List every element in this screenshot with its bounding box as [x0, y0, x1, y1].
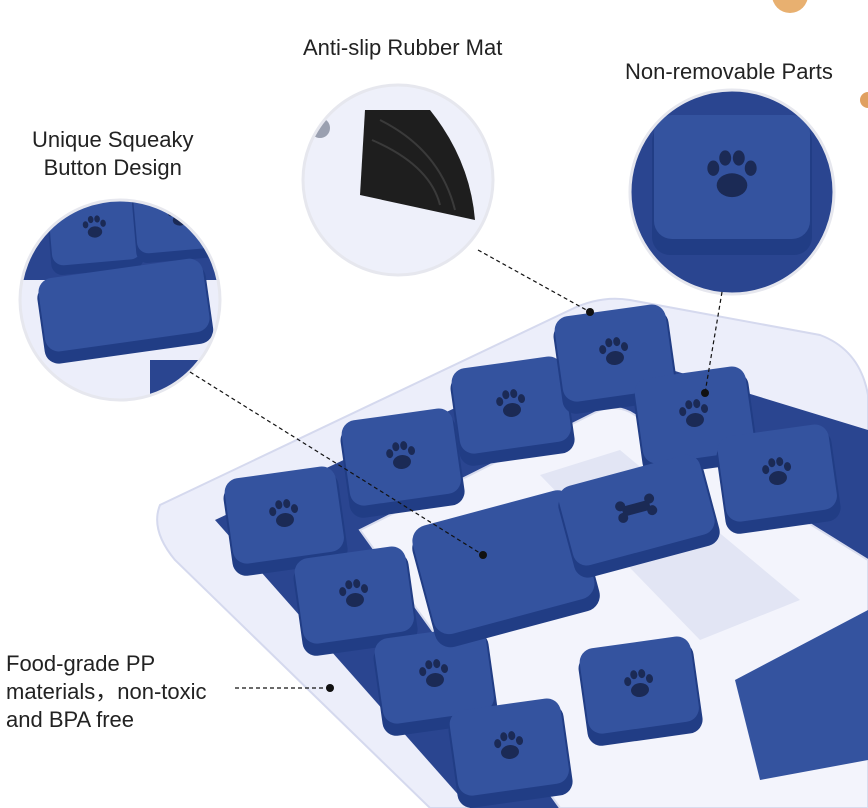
callout-anti-slip-mat: Anti-slip Rubber Mat — [303, 35, 503, 60]
callout-line: materials，non-toxic — [6, 679, 207, 704]
paw-button — [576, 634, 705, 747]
callout-line: Button Design — [43, 155, 182, 180]
callout-line: and BPA free — [6, 707, 135, 732]
leader-lines — [189, 249, 723, 689]
bone-icon — [615, 493, 658, 523]
callout-line: Food-grade PP — [6, 651, 156, 676]
callout-squeaky-button: Unique Squeaky Button Design — [32, 126, 193, 182]
large-slider — [735, 610, 868, 780]
paw-button — [446, 696, 575, 808]
rubber-mat-closeup — [360, 110, 475, 220]
paw-button — [448, 354, 577, 467]
non-removable-part-closeup — [652, 115, 812, 255]
paw-button — [338, 406, 467, 519]
bone-button — [558, 454, 720, 578]
callout-line: Unique Squeaky — [32, 127, 194, 152]
callout-food-grade: Food-grade PP materials，non-toxic and BP… — [6, 650, 207, 734]
squeaky-button-closeup — [37, 258, 214, 364]
callout-non-removable-parts: Non-removable Parts — [625, 59, 833, 84]
slider-button — [412, 490, 600, 648]
paw-button — [714, 422, 843, 535]
